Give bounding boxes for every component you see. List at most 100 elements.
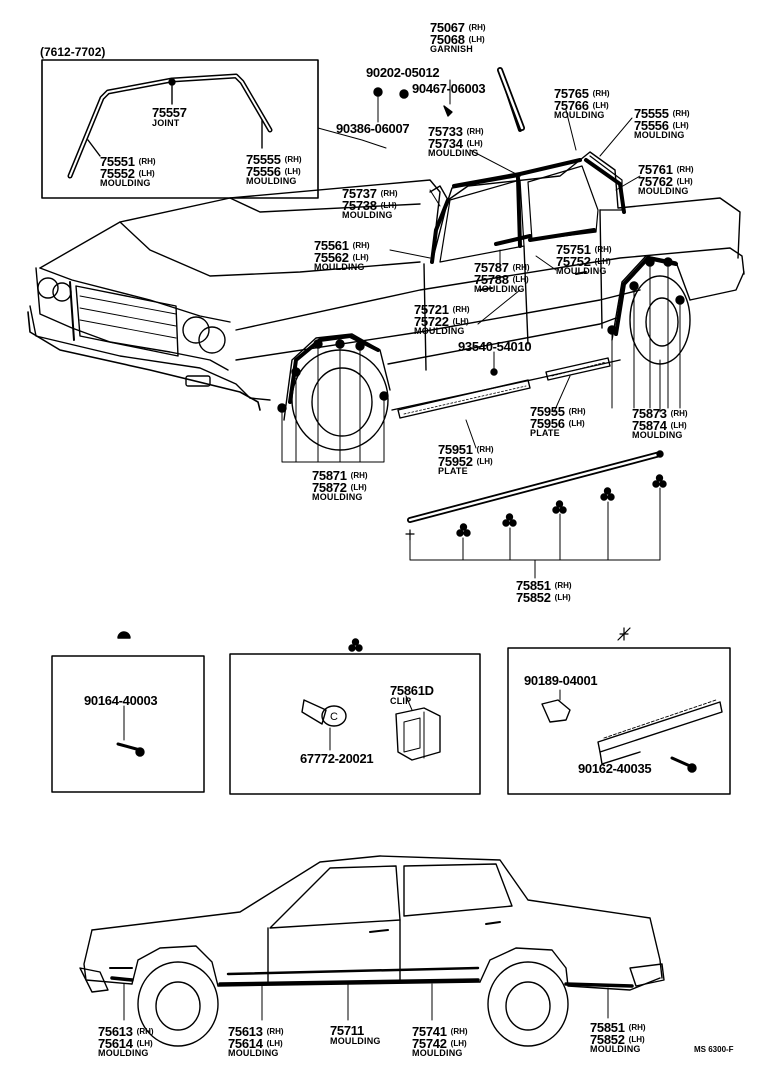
side: (RH) (266, 1027, 284, 1036)
pn: 75851 (516, 578, 551, 593)
label-garnish: 75067(RH) 75068(LH) GARNISH (430, 20, 486, 57)
name: MOULDING (474, 284, 525, 294)
side: (LH) (594, 257, 611, 266)
side: (LH) (554, 593, 571, 602)
drawing-reference: MS 6300-F (694, 1045, 734, 1054)
label-90164-40003: 90164-40003 (84, 693, 158, 708)
pn: 75613 (98, 1024, 133, 1039)
detail-box-screw (51, 631, 205, 793)
label-75765-moulding: 75765(RH) 75766(LH) MOULDING (554, 86, 610, 123)
svg-text:C: C (330, 711, 338, 723)
pn: 75851 (590, 1020, 625, 1035)
side: (LH) (284, 167, 301, 176)
pn: 75557 (152, 105, 187, 120)
name: MOULDING (246, 176, 297, 186)
pn: 75765 (554, 86, 589, 101)
side: (LH) (352, 253, 369, 262)
side: (LH) (670, 421, 687, 430)
side: (LH) (452, 317, 469, 326)
label-75955-plate: 75955(RH) 75956(LH) PLATE (530, 404, 586, 441)
pn: 75556 (246, 164, 281, 179)
label-75555-moulding-inset: 75555(RH) 75556(LH) MOULDING (246, 152, 302, 189)
label-75613-front: 75613(RH) 75614(LH) MOULDING (98, 1024, 154, 1061)
inset-range-label: (7612-7702) (40, 45, 106, 59)
name: MOULDING (632, 430, 683, 440)
label-75787-moulding: 75787(RH) 75788(LH) MOULDING (474, 260, 530, 297)
side: (RH) (350, 471, 368, 480)
label-90162-40035: 90162-40035 (578, 761, 652, 776)
label-75733-moulding: 75733(RH) 75734(LH) MOULDING (428, 124, 484, 161)
name: MOULDING (634, 130, 685, 140)
side: (RH) (284, 155, 302, 164)
side: (RH) (450, 1027, 468, 1036)
label-75711: 75711 MOULDING (330, 1024, 381, 1049)
side: (RH) (554, 581, 572, 590)
name: MOULDING (414, 326, 465, 336)
label-75851-rocker: 75851(RH) 75852(LH) (516, 578, 572, 604)
name: CLIP (390, 696, 412, 706)
side: (RH) (568, 407, 586, 416)
pn: 75068 (430, 32, 465, 47)
label-clip: 75861D CLIP (390, 684, 434, 709)
name: MOULDING (228, 1048, 279, 1058)
name: MOULDING (638, 186, 689, 196)
name: MOULDING (554, 110, 605, 120)
label-75873-moulding: 75873(RH) 75874(LH) MOULDING (632, 406, 688, 443)
side: (LH) (628, 1035, 645, 1044)
side: (LH) (592, 101, 609, 110)
pn: 75762 (638, 174, 673, 189)
pn: 75873 (632, 406, 667, 421)
pn: 75721 (414, 302, 449, 317)
label-90202-05012: 90202-05012 (366, 65, 440, 80)
pn: 75561 (314, 238, 349, 253)
pn: 75761 (638, 162, 673, 177)
side: (RH) (136, 1027, 154, 1036)
side: (LH) (136, 1039, 153, 1048)
side: (LH) (380, 201, 397, 210)
side: (LH) (512, 275, 529, 284)
side: (LH) (568, 419, 585, 428)
side: (RH) (468, 23, 486, 32)
pn: 75788 (474, 272, 509, 287)
label-75737-moulding: 75737(RH) 75738(LH) MOULDING (342, 186, 398, 223)
side: (LH) (138, 169, 155, 178)
side: (RH) (628, 1023, 646, 1032)
pn: 75952 (438, 454, 473, 469)
pn: 75613 (228, 1024, 263, 1039)
pn: 75614 (98, 1036, 133, 1051)
pn: 75955 (530, 404, 565, 419)
side: (RH) (592, 89, 610, 98)
label-90189-04001: 90189-04001 (524, 673, 598, 688)
side: (LH) (266, 1039, 283, 1048)
detail-box-rail (507, 627, 731, 795)
pn: 75861D (390, 683, 434, 698)
pn: 75614 (228, 1036, 263, 1051)
side: (LH) (466, 139, 483, 148)
pn: 75067 (430, 20, 465, 35)
pn: 75555 (634, 106, 669, 121)
name: MOULDING (314, 262, 365, 272)
label-75551-moulding: 75551(RH) 75552(LH) MOULDING (100, 154, 156, 191)
detail-box-clip: C (229, 638, 481, 795)
label-75613-door: 75613(RH) 75614(LH) MOULDING (228, 1024, 284, 1061)
label-75871-moulding: 75871(RH) 75872(LH) MOULDING (312, 468, 368, 505)
label-75851-rear: 75851(RH) 75852(LH) MOULDING (590, 1020, 646, 1057)
name: PLATE (530, 428, 560, 438)
side: (LH) (676, 177, 693, 186)
pn: 75741 (412, 1024, 447, 1039)
pn: 75552 (100, 166, 135, 181)
name: MOULDING (100, 178, 151, 188)
scuff-plates (397, 357, 611, 419)
label-75761-moulding: 75761(RH) 75762(LH) MOULDING (638, 162, 694, 199)
pn: 75751 (556, 242, 591, 257)
pn: 75766 (554, 98, 589, 113)
car-side-view (79, 855, 665, 1047)
side: (RH) (466, 127, 484, 136)
pn: 75733 (428, 124, 463, 139)
side: (LH) (672, 121, 689, 130)
side: (RH) (512, 263, 530, 272)
side: (RH) (672, 109, 690, 118)
pn: 75556 (634, 118, 669, 133)
